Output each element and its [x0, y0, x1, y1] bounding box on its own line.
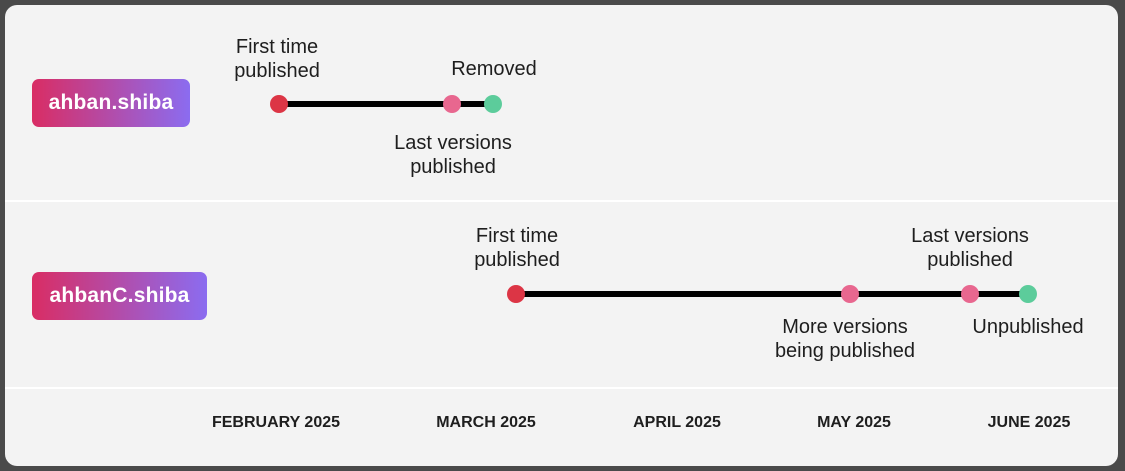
event-dot-first-published [270, 95, 288, 113]
event-dot-last-versions [961, 285, 979, 303]
event-dot-first-published [507, 285, 525, 303]
event-dot-removed [484, 95, 502, 113]
event-label-more-versions: More versions being published [774, 316, 916, 362]
axis-month-label: FEBRUARY 2025 [211, 414, 341, 431]
axis-month-label: JUNE 2025 [987, 414, 1071, 431]
axis-divider [5, 387, 1118, 389]
event-dot-last-versions [443, 95, 461, 113]
event-label-first-published: First time published [474, 225, 560, 271]
event-label-first-published: First time published [234, 36, 320, 82]
package-badge-ahbanc-shiba: ahbanC.shiba [32, 272, 207, 320]
axis-month-label: MARCH 2025 [436, 414, 536, 431]
row-divider [5, 200, 1118, 202]
event-label-last-versions: Last versions published [911, 225, 1029, 271]
axis-month-label: MAY 2025 [817, 414, 891, 431]
package-badge-ahban-shiba: ahban.shiba [32, 79, 190, 127]
timeline-panel [5, 5, 1118, 466]
event-label-removed: Removed [451, 58, 537, 80]
event-dot-more-versions [841, 285, 859, 303]
axis-month-label: APRIL 2025 [633, 414, 721, 431]
event-dot-unpublished [1019, 285, 1037, 303]
event-label-unpublished: Unpublished [972, 316, 1084, 338]
event-label-last-versions: Last versions published [394, 132, 512, 178]
